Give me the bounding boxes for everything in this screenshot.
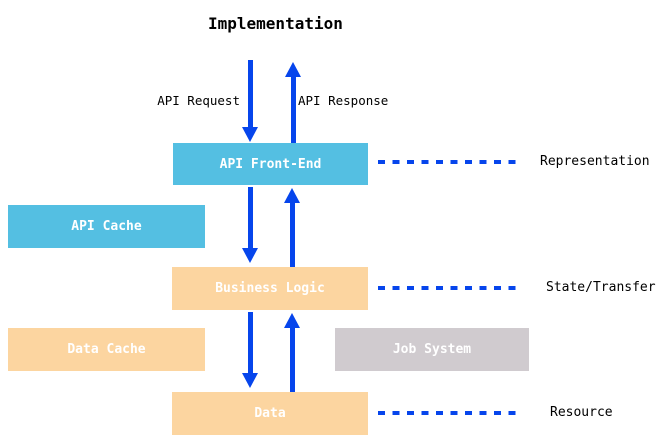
representation-dash-line [378, 160, 522, 164]
arrow-down-line [248, 312, 253, 374]
api-response-label: API Response [298, 93, 389, 108]
job-system-box: Job System [335, 328, 529, 371]
arrow-down-head-icon [242, 373, 258, 388]
arrow-up-head-icon [284, 188, 300, 203]
resource-dash-line [378, 411, 522, 415]
arrow-down-line [248, 187, 253, 249]
arrow-down-line [248, 60, 253, 128]
data-cache-label: Data Cache [67, 342, 146, 357]
arrow-up-line [290, 327, 295, 392]
representation-label: Representation [540, 154, 650, 169]
arrow-up-line [291, 76, 296, 143]
api-request-label: API Request [157, 93, 240, 108]
diagram-title: Implementation [208, 14, 343, 33]
resource-label: Resource [550, 405, 613, 420]
arrow-down-head-icon [242, 127, 258, 142]
state-transfer-dash-line [378, 286, 522, 290]
arrow-up-line [290, 202, 295, 267]
business-logic-label: Business Logic [215, 281, 325, 296]
arrow-up-head-icon [285, 62, 301, 77]
api-front-end-box: API Front-End [173, 143, 368, 185]
arrow-up-head-icon [284, 313, 300, 328]
job-system-label: Job System [392, 342, 472, 357]
api-front-end-label: API Front-End [219, 156, 322, 172]
arrow-down-head-icon [242, 248, 258, 263]
data-box: Data [172, 392, 368, 435]
api-cache-box: API Cache [8, 205, 205, 248]
data-cache-box: Data Cache [8, 328, 205, 371]
api-cache-label: API Cache [71, 219, 142, 234]
business-logic-box: Business Logic [172, 267, 368, 310]
data-label: Data [254, 406, 286, 421]
state-transfer-label: State/Transfer [546, 280, 656, 295]
